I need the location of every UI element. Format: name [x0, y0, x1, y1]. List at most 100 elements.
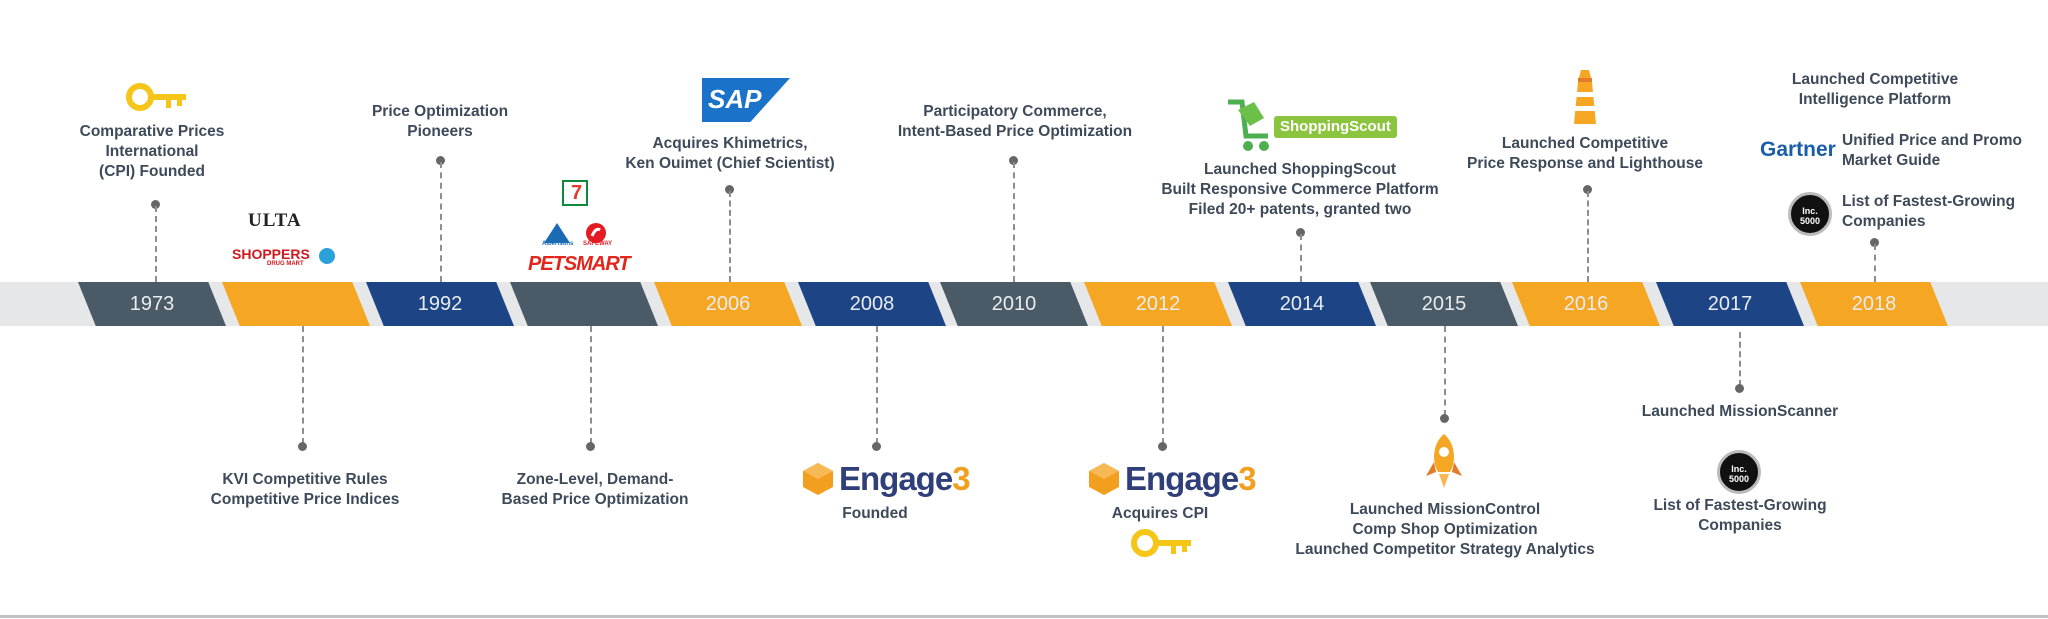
segment-2017: 2017: [1656, 282, 1804, 326]
connector-stem: [1300, 234, 1302, 282]
key-icon: [126, 83, 186, 111]
shopping-cart-icon: [1228, 99, 1269, 151]
albertsons-logo: Albertsons: [542, 241, 574, 247]
year-label: 2017: [1707, 293, 1753, 315]
year-label: 2015: [1421, 293, 1467, 315]
connector-dot: [436, 156, 445, 165]
inc-number: 5000: [1728, 474, 1750, 484]
safeway-icon: [586, 223, 606, 243]
engage3-cube-icon: [1089, 463, 1119, 495]
segment-2006: 2006: [654, 282, 802, 326]
connector-stem: [302, 326, 304, 444]
shoppingscout-logo: ShoppingScout: [1274, 116, 1397, 138]
engage3-number: 3: [1238, 460, 1256, 497]
segment-4: [510, 282, 658, 326]
inc5000-badge: Inc. 5000: [1788, 192, 1832, 236]
connector-stem: [1444, 326, 1446, 416]
connector-stem: [1162, 326, 1164, 444]
connector-dot: [1440, 414, 1449, 423]
shoppers-subtitle: DRUG MART: [267, 261, 304, 267]
connector-dot: [586, 442, 595, 451]
inc-label: Inc.: [1802, 206, 1818, 216]
connector-stem: [590, 326, 592, 444]
seven-eleven-logo: 7: [562, 180, 588, 206]
connector-dot: [725, 185, 734, 194]
connector-dot: [1735, 384, 1744, 393]
segment-2010: 2010: [940, 282, 1088, 326]
segment-1973: 1973: [78, 282, 226, 326]
connector-dot: [1296, 228, 1305, 237]
key-icon: [1131, 529, 1191, 557]
year-label: 1973: [129, 293, 175, 315]
year-label: 2016: [1563, 293, 1609, 315]
rocket-icon: [1426, 434, 1462, 488]
connector-stem: [440, 162, 442, 282]
safeway-logo: SAFEWAY: [583, 241, 613, 247]
connector-stem: [1739, 332, 1741, 386]
segment-2: [222, 282, 370, 326]
connector-stem: [155, 206, 157, 282]
segment-2008: 2008: [798, 282, 946, 326]
connector-dot: [872, 442, 881, 451]
connector-stem: [729, 191, 731, 282]
engage3-logo: Engage3: [1088, 460, 1257, 498]
seven-eleven-numeral: 7: [571, 182, 583, 204]
connector-dot: [1158, 442, 1167, 451]
connector-dot: [298, 442, 307, 451]
engage3-logo: Engage3: [802, 460, 971, 498]
connector-stem: [1587, 191, 1589, 282]
engage3-word: Engage: [839, 460, 953, 497]
year-label: 2008: [849, 293, 895, 315]
connector-stem: [876, 326, 878, 444]
albertsons-icon: [544, 223, 570, 243]
segment-2014: 2014: [1228, 282, 1376, 326]
shoppers-emblem-icon: [319, 248, 335, 264]
connector-dot: [1009, 156, 1018, 165]
connector-dot: [151, 200, 160, 209]
connector-stem: [1013, 162, 1015, 282]
inc-label: Inc.: [1731, 464, 1747, 474]
segment-2018: 2018: [1800, 282, 1948, 326]
segment-2012: 2012: [1084, 282, 1232, 326]
engage3-word: Engage: [1125, 460, 1239, 497]
segment-2015: 2015: [1370, 282, 1518, 326]
gartner-logo: Gartner: [1760, 138, 1836, 161]
shoppers-logo: SHOPPERS: [232, 246, 310, 262]
lighthouse-icon: [1574, 70, 1596, 124]
year-label: 2018: [1851, 293, 1897, 315]
year-label: 2014: [1279, 293, 1325, 315]
year-label: 2006: [705, 293, 751, 315]
event-2008-text: Founded: [842, 505, 908, 522]
connector-dot: [1870, 238, 1879, 247]
inc5000-badge: Inc. 5000: [1717, 450, 1761, 494]
sap-logo: SAP: [702, 78, 790, 122]
year-label: 2012: [1135, 293, 1181, 315]
engage3-cube-icon: [803, 463, 833, 495]
petsmart-logo: PETSMART: [528, 253, 631, 275]
connector-dot: [1583, 185, 1592, 194]
event-2010-text: Participatory Commerce,Intent-Based Pric…: [897, 103, 1133, 140]
event-zone-text: Zone-Level, Demand-Based Price Optimizat…: [501, 471, 689, 508]
year-label: 1992: [417, 293, 463, 315]
event-2012-text: Acquires CPI: [1111, 505, 1209, 522]
event-2017-scanner-text: Launched MissionScanner: [1641, 403, 1839, 420]
sap-logo-text: SAP: [708, 84, 762, 114]
engage3-number: 3: [952, 460, 970, 497]
year-label: 2010: [991, 293, 1037, 315]
event-2006-text: Acquires Khimetrics,Ken Ouimet (Chief Sc…: [625, 135, 835, 172]
segment-2016: 2016: [1512, 282, 1660, 326]
shoppingscout-logo-text: ShoppingScout: [1280, 118, 1391, 135]
inc-number: 5000: [1799, 216, 1821, 226]
segment-1992: 1992: [366, 282, 514, 326]
ulta-logo: ULTA: [248, 210, 302, 231]
